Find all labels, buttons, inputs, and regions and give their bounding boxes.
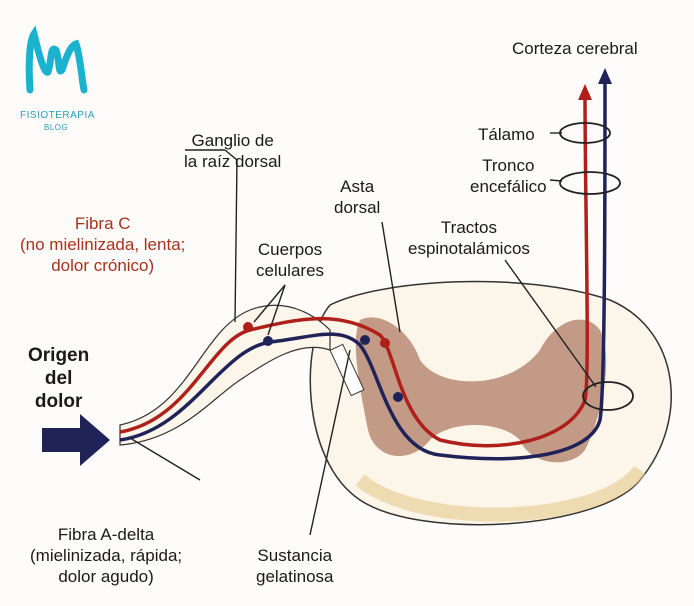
dorsal-horn-a-neuron-2 — [393, 392, 403, 402]
brainstem-ring — [559, 171, 621, 195]
c-fiber — [119, 94, 589, 448]
c-cell-body — [243, 322, 253, 332]
logo-m-mark — [25, 25, 88, 94]
logo-sub: BLOG — [44, 123, 69, 132]
a-cell-body — [263, 336, 273, 346]
c-fiber-arrowhead — [578, 84, 592, 100]
label-corteza: Corteza cerebral — [512, 39, 638, 58]
label-fibra-a: Fibra A-delta(mielinizada, rápida;dolor … — [30, 525, 183, 586]
pain-origin-arrow — [42, 414, 110, 466]
label-talamo: Tálamo — [478, 125, 535, 144]
gray-matter — [355, 317, 607, 463]
a-delta-fiber — [119, 79, 607, 461]
spinothalamic-ring — [582, 381, 634, 411]
substantia-gelatinosa — [329, 343, 365, 397]
dorsal-horn-a-neuron — [360, 335, 370, 345]
dorsal-root-ganglion — [119, 304, 331, 446]
spinal-cord-lower — [355, 465, 646, 522]
logo-brand: FISIOTERAPIA — [20, 110, 95, 121]
leader-lines — [129, 132, 597, 536]
dorsal-horn-c-neuron — [380, 338, 390, 348]
a-delta-arrowhead — [598, 68, 612, 84]
label-fibra-c: Fibra C(no mielinizada, lenta;dolor crón… — [20, 214, 186, 275]
